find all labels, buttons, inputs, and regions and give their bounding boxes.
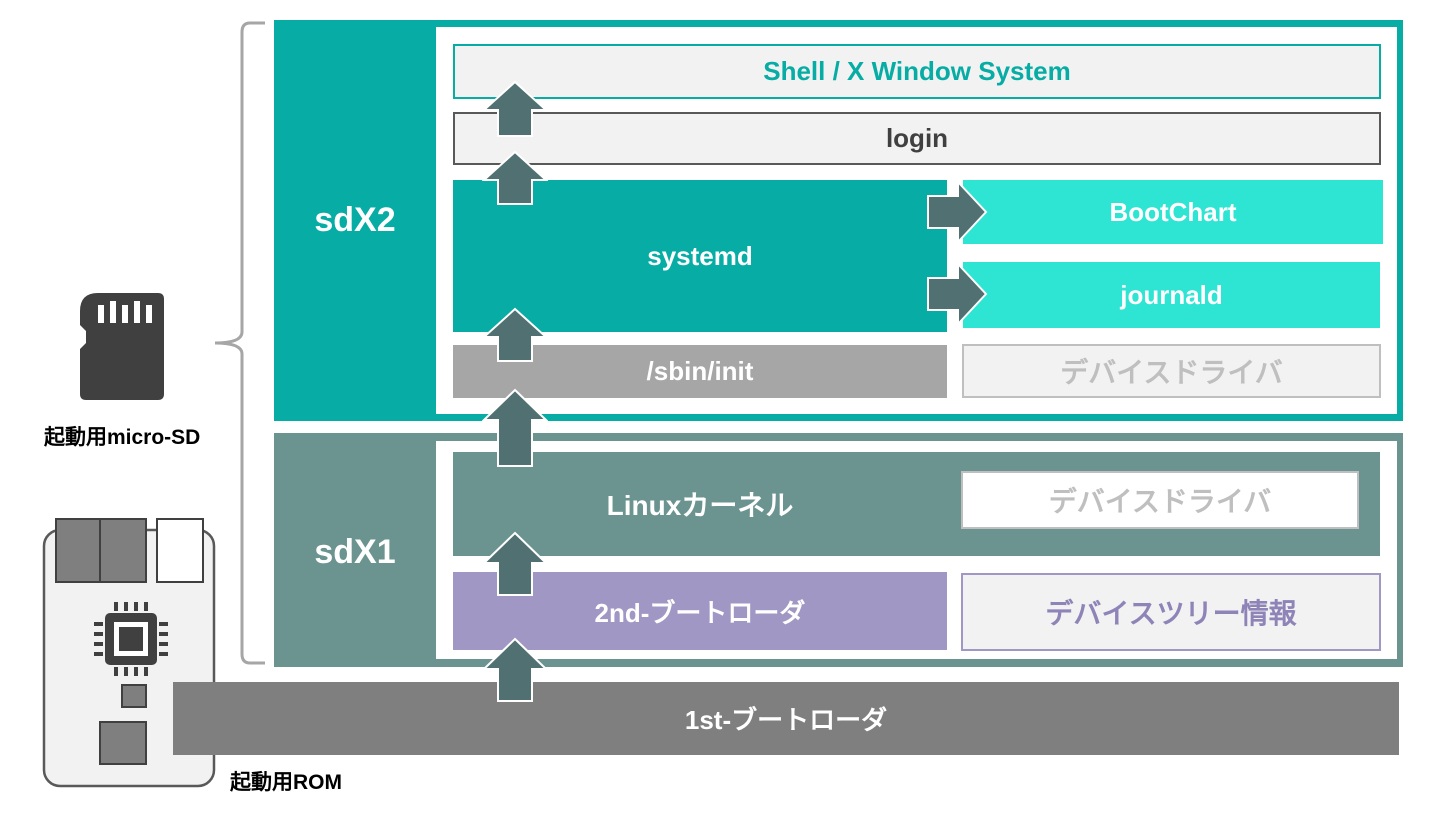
arrow-up-icon (482, 531, 548, 596)
arrow-up-icon (482, 150, 548, 205)
first-bootloader-layer: 1st-ブートローダ (173, 682, 1399, 755)
partition-sdx2-label: sdX2 (314, 200, 396, 239)
micro-sd-card-icon (80, 293, 164, 400)
device-tree-layer: デバイスツリー情報 (961, 573, 1381, 651)
arrow-up-icon (482, 637, 548, 702)
arrow-up-icon (482, 388, 548, 467)
device-driver-sdx2: デバイスドライバ (962, 344, 1381, 398)
bootchart-layer: BootChart (963, 180, 1383, 244)
linux-kernel-label: Linuxカーネル (606, 490, 794, 521)
micro-sd-caption: 起動用micro-SD (44, 426, 201, 449)
sbin-init-layer: /sbin/init (453, 345, 947, 398)
systemd-layer: systemd (453, 180, 947, 332)
device-driver-sdx1: デバイスドライバ (961, 471, 1359, 529)
shell-layer: Shell / X Window System (453, 44, 1381, 99)
arrow-right-icon (927, 262, 988, 326)
second-bootloader-layer: 2nd-ブートローダ (453, 572, 947, 650)
arrow-up-icon (482, 307, 548, 362)
partition-sdx1-label: sdX1 (314, 532, 396, 571)
journald-layer: journald (963, 262, 1380, 328)
curly-brace (214, 21, 265, 665)
login-layer: login (453, 112, 1381, 165)
rom-caption: 起動用ROM (230, 771, 342, 794)
arrow-up-icon (482, 80, 548, 137)
arrow-right-icon (927, 180, 988, 244)
chip-icon (94, 602, 168, 676)
